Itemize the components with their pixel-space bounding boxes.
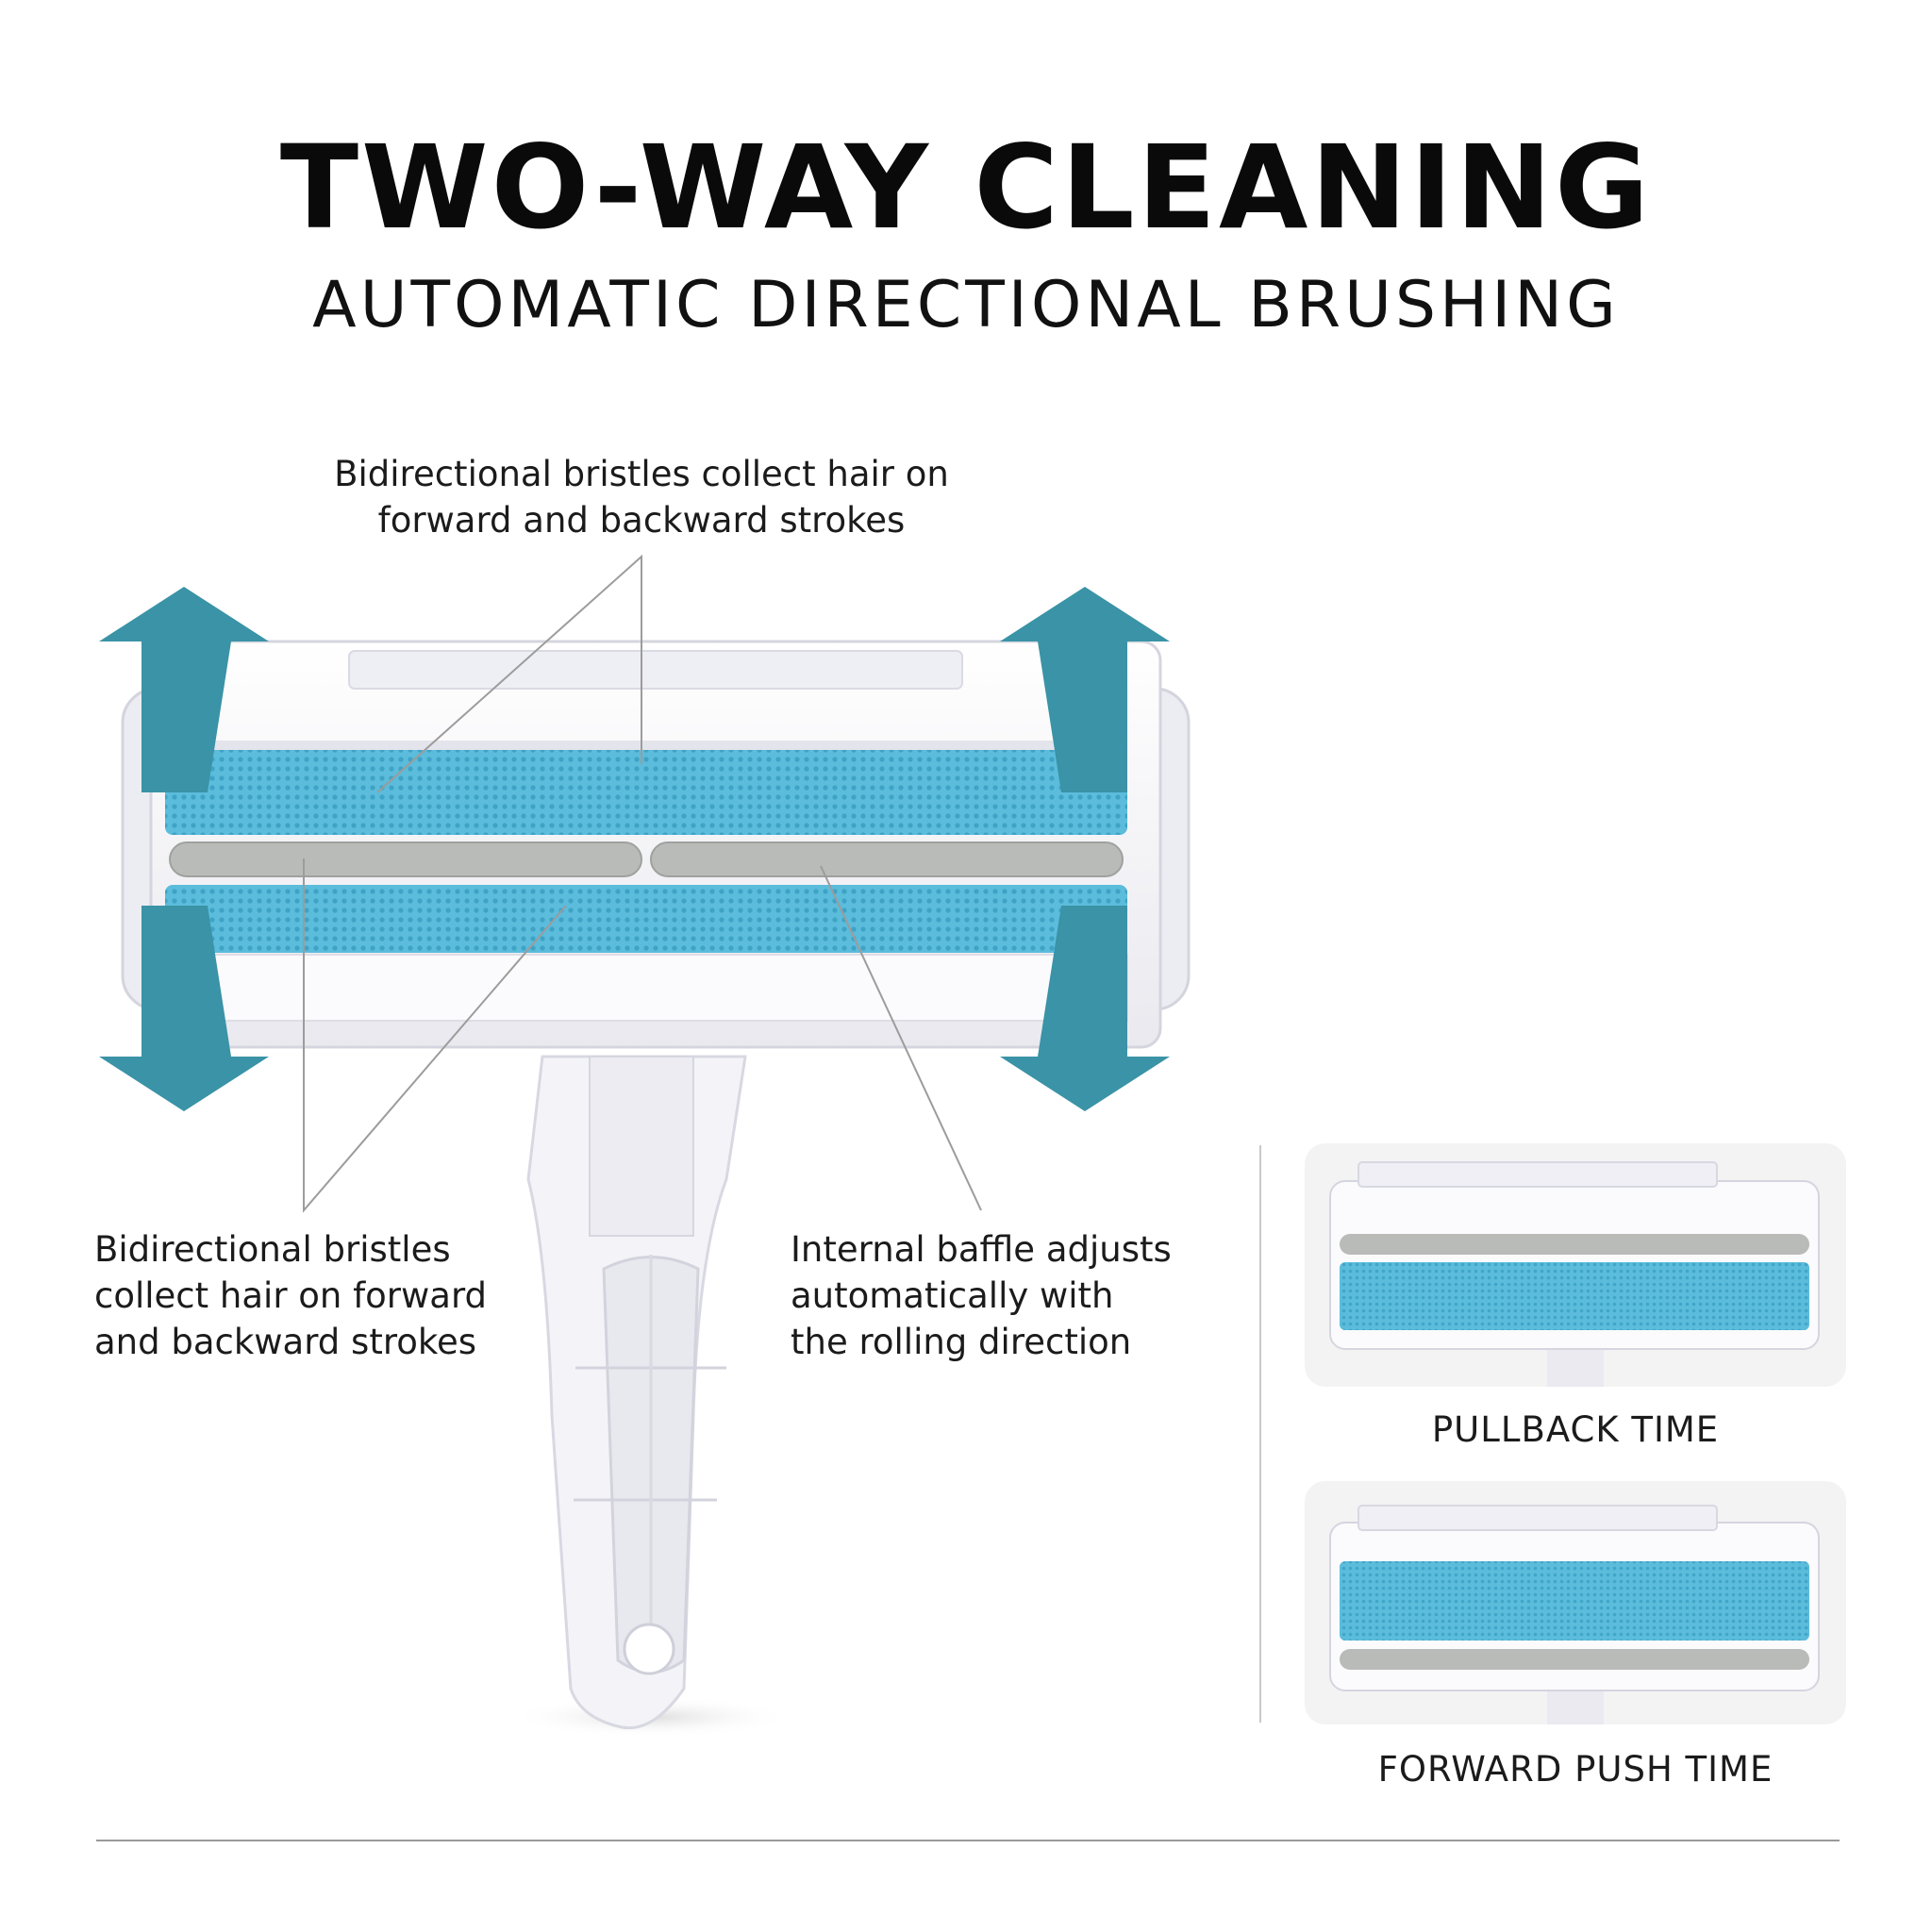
vertical-divider — [1259, 1145, 1261, 1723]
callout-top-line-2: forward and backward strokes — [377, 500, 906, 541]
callout-left-line-2: collect hair on forward — [94, 1275, 487, 1316]
callout-left-bristles: Bidirectional bristles collect hair on f… — [94, 1226, 487, 1365]
callout-left-line-1: Bidirectional bristles — [94, 1229, 451, 1270]
callout-right-line-3: the rolling direction — [791, 1322, 1132, 1362]
page-title: TWO-WAY CLEANING — [279, 121, 1653, 255]
curved-arrow-icon — [99, 587, 1170, 1111]
callout-right-line-1: Internal baffle adjusts — [791, 1229, 1172, 1270]
baffle-left — [169, 841, 642, 877]
callout-right-line-2: automatically with — [791, 1275, 1114, 1316]
bottom-divider — [96, 1840, 1840, 1841]
pullback-roller-image — [1329, 1161, 1820, 1387]
callout-leader-lines — [303, 554, 982, 1213]
baffle-right — [650, 841, 1124, 877]
upper-bristle-pad — [165, 750, 1127, 835]
callout-top-bristles: Bidirectional bristles collect hair on f… — [283, 451, 1000, 543]
forward-roller-image — [1329, 1505, 1820, 1724]
callout-left-line-3: and backward strokes — [94, 1322, 477, 1362]
hanging-hole — [623, 1623, 675, 1675]
pullback-caption: PULLBACK TIME — [1431, 1409, 1720, 1450]
page-subtitle: AUTOMATIC DIRECTIONAL BRUSHING — [312, 268, 1620, 342]
callout-right-baffle: Internal baffle adjusts automatically wi… — [791, 1226, 1172, 1365]
lower-bristle-pad — [165, 885, 1127, 953]
forward-caption: FORWARD PUSH TIME — [1377, 1749, 1774, 1790]
callout-top-line-1: Bidirectional bristles collect hair on — [334, 454, 949, 494]
roller-handle — [526, 1055, 747, 1730]
roller-head — [149, 640, 1162, 1049]
